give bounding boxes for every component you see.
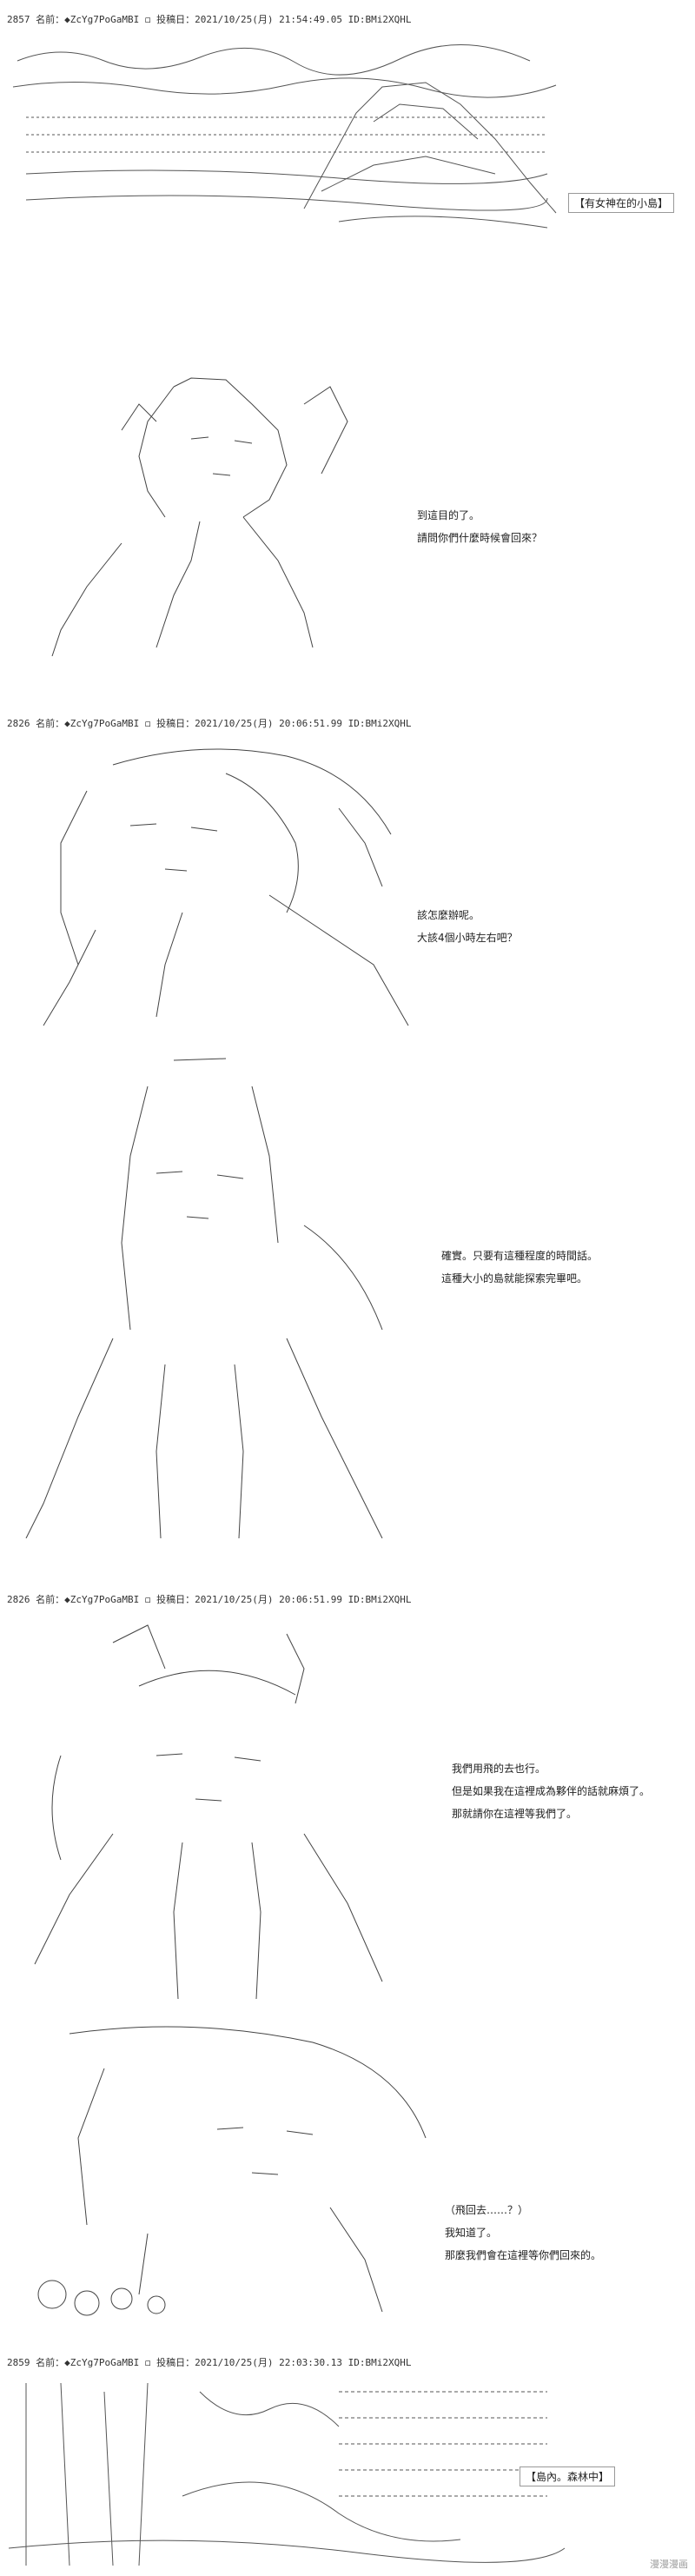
character-art-3 (25, 1058, 383, 1538)
dialogue-line: （飛回去……？） (445, 2204, 529, 2216)
character-art-4 (34, 1624, 383, 1999)
character-art-2 (43, 748, 409, 1026)
character-art-5 (37, 2026, 427, 2316)
island-scene-art (12, 44, 557, 229)
scene-caption-island: 【有女神在的小島】 (568, 193, 675, 213)
dialogue-line: 到這目的了。 (417, 509, 480, 521)
dialogue-panel-6: （飛回去……？） 我知道了。 那麼我們會在這裡等你們回來的。 (445, 2199, 601, 2267)
forest-scene-art (9, 2382, 565, 2566)
dialogue-line: 那就請你在這裡等我們了。 (452, 1808, 578, 1820)
dialogue-line: 但是如果我在這裡成為夥伴的話就麻煩了。 (452, 1785, 651, 1797)
dialogue-line: 這種大小的島就能探索完畢吧。 (441, 1272, 588, 1285)
post-header: 2826 名前：◆ZcYg7PoGaMBI ◻ 投稿日：2021/10/25(月… (7, 1594, 412, 1605)
post-header: 2859 名前：◆ZcYg7PoGaMBI ◻ 投稿日：2021/10/25(月… (7, 2357, 412, 2368)
dialogue-panel-5: 我們用飛的去也行。 但是如果我在這裡成為夥伴的話就麻煩了。 那就請你在這裡等我們… (452, 1757, 650, 1825)
post-header: 2857 名前：◆ZcYg7PoGaMBI ◻ 投稿日：2021/10/25(月… (7, 14, 412, 25)
post-header: 2826 名前：◆ZcYg7PoGaMBI ◻ 投稿日：2021/10/25(月… (7, 718, 412, 729)
watermark: 漫漫漫画 (650, 2559, 688, 2570)
scene-caption-forest: 【島內。森林中】 (520, 2466, 616, 2486)
dialogue-line: 該怎麼辦呢。 (417, 909, 480, 921)
dialogue-panel-2: 到這目的了。 請問你們什麼時候會回來？ (417, 504, 542, 549)
dialogue-line: 請問你們什麼時候會回來？ (417, 532, 543, 544)
character-art-1 (51, 377, 348, 656)
dialogue-line: 大該4個小時左右吧？ (417, 932, 518, 944)
dialogue-line: 確實。只要有這種程度的時間話。 (441, 1250, 599, 1262)
dialogue-panel-3: 該怎麼辦呢。 大該4個小時左右吧？ (417, 904, 518, 949)
dialogue-line: 我們用飛的去也行。 (452, 1763, 546, 1775)
dialogue-line: 我知道了。 (445, 2227, 498, 2239)
dialogue-panel-4: 確實。只要有這種程度的時間話。 這種大小的島就能探索完畢吧。 (441, 1245, 598, 1290)
dialogue-line: 那麼我們會在這裡等你們回來的。 (445, 2249, 602, 2261)
